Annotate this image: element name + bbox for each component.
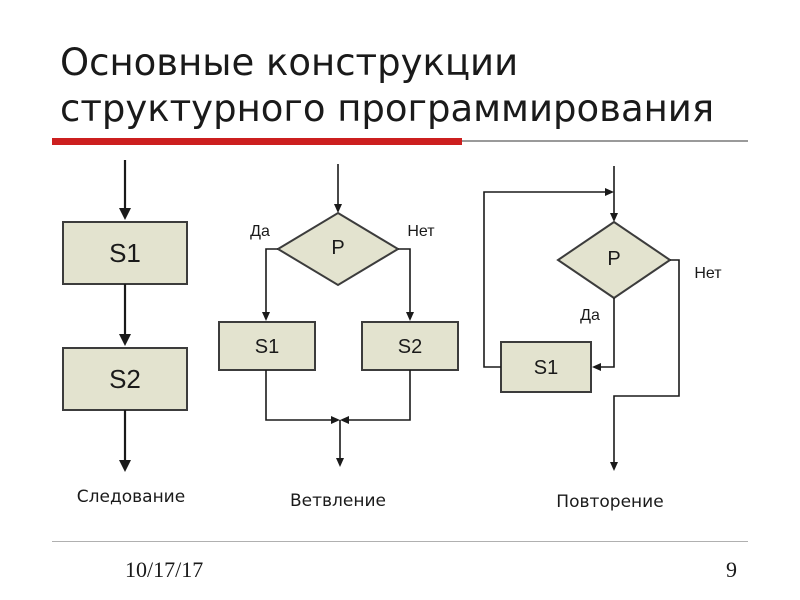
loop-block-s1 — [500, 341, 592, 393]
branching-merge-left — [265, 370, 333, 421]
slide-title-line-1: Основные конструкции — [60, 41, 519, 84]
branching-merge-right-arrowhead — [340, 416, 349, 424]
branching-yes-path — [265, 248, 278, 314]
title-divider-line — [462, 140, 748, 142]
sequence-block-s1-label: S1 — [109, 238, 141, 268]
slide-title: Основные конструкции структурного програ… — [60, 40, 760, 132]
sequence-block-s2 — [62, 347, 188, 411]
branching-block-s1-label: S1 — [255, 336, 279, 358]
loop-exit-path — [613, 259, 680, 464]
loop-yes-label: Да — [580, 307, 600, 324]
loop-entry-arrowhead — [610, 213, 618, 222]
branching-block-s1 — [218, 321, 316, 371]
branching-caption: Ветвление — [290, 491, 386, 511]
branching-construct: P Да Нет S1 S2 Ветвление — [218, 164, 459, 511]
loop-back-path — [483, 191, 607, 368]
loop-caption: Повторение — [556, 492, 663, 512]
branching-merge-left-arrowhead — [331, 416, 340, 424]
branching-no-path — [398, 248, 411, 314]
branching-no-label: Нет — [407, 223, 435, 240]
sequence-caption: Следование — [77, 487, 185, 507]
loop-exit-arrowhead — [610, 462, 618, 471]
slide-page-number: 9 — [726, 557, 737, 582]
sequence-middle-arrowhead — [119, 334, 131, 346]
footer-divider-line — [52, 541, 748, 542]
loop-back-arrowhead — [605, 188, 614, 196]
loop-yes-path — [599, 298, 615, 368]
title-accent-bar — [52, 138, 462, 145]
sequence-entry-arrowhead — [119, 208, 131, 220]
sequence-block-s2-label: S2 — [109, 364, 141, 394]
loop-block-s1-label: S1 — [534, 357, 558, 379]
loop-yes-arrowhead — [592, 363, 601, 371]
sequence-exit-arrowhead — [119, 460, 131, 472]
branching-merge-right — [347, 370, 411, 421]
branching-yes-arrowhead — [262, 312, 270, 321]
branching-block-s2-label: S2 — [398, 336, 422, 358]
branching-entry-arrowhead — [334, 204, 342, 213]
loop-construct: P Да Нет S1 Повторение — [483, 166, 722, 512]
branching-no-arrowhead — [406, 312, 414, 321]
slide-date: 10/17/17 — [125, 557, 204, 582]
slide-title-line-2: структурного программирования — [60, 87, 715, 130]
sequence-construct: S1 S2 Следование — [62, 160, 188, 507]
branching-condition-diamond — [276, 211, 400, 287]
branching-condition-label: P — [331, 237, 344, 259]
loop-condition-label: P — [607, 248, 620, 270]
branching-exit-arrowhead — [336, 458, 344, 467]
sequence-block-s1 — [62, 221, 188, 285]
loop-no-label: Нет — [694, 265, 722, 282]
branching-yes-label: Да — [250, 223, 270, 240]
